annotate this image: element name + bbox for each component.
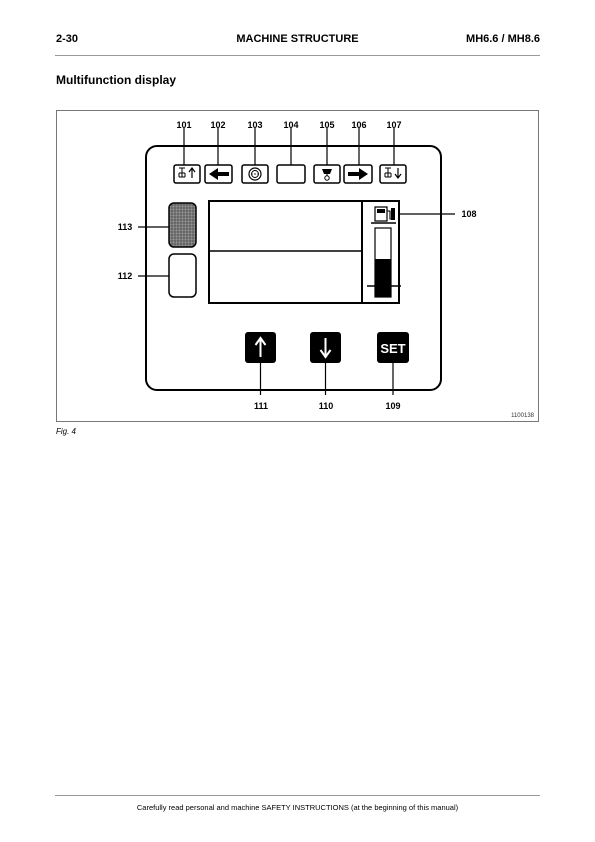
footer-rule	[55, 795, 540, 796]
header-rule	[55, 55, 540, 56]
fuel-pump-icon	[371, 206, 396, 224]
page-number: 2-30	[56, 33, 79, 45]
arrow-up-button[interactable]	[245, 332, 276, 363]
callout-111: 111	[254, 401, 268, 411]
callout-105: 105	[319, 120, 334, 130]
callout-102: 102	[210, 120, 225, 130]
warning-lamp-113	[168, 202, 197, 248]
lcd-screen	[208, 200, 400, 304]
lift-down-icon	[379, 164, 407, 184]
footer-note: Carefully read personal and machine SAFE…	[136, 803, 459, 812]
set-button-label: SET	[380, 341, 405, 356]
set-button[interactable]: SET	[377, 332, 409, 363]
drawing-code: 1100138	[511, 413, 534, 419]
arrow-down-button[interactable]	[310, 332, 341, 363]
chapter-title: MACHINE STRUCTURE	[236, 33, 359, 45]
indicator-lamp-112	[168, 253, 197, 298]
blank-indicator	[276, 164, 306, 184]
callout-113: 113	[118, 222, 133, 232]
brake-icon	[241, 164, 269, 184]
fuel-level-gauge	[367, 227, 401, 298]
top-callout-leaders	[183, 128, 395, 165]
arrow-left-icon	[204, 164, 233, 184]
callout-103: 103	[247, 120, 262, 130]
lift-up-icon	[173, 164, 201, 184]
callout-108: 108	[461, 209, 476, 219]
arrow-down-icon	[319, 338, 332, 359]
arrow-right-icon	[343, 164, 373, 184]
display-housing	[145, 145, 442, 391]
figure-frame: 101 102 103 104 105 106 107 113 112	[56, 110, 539, 422]
callout-110: 110	[319, 401, 334, 411]
callout-101: 101	[176, 120, 191, 130]
section-title: Multifunction display	[56, 73, 176, 87]
model-designation: MH6.6 / MH8.6	[466, 33, 540, 45]
operator-seat-icon	[313, 164, 341, 184]
callout-112: 112	[118, 271, 133, 281]
callout-107: 107	[386, 120, 401, 130]
multifunction-display-drawing: 101 102 103 104 105 106 107 113 112	[118, 120, 477, 411]
callout-104: 104	[283, 120, 298, 130]
arrow-up-icon	[254, 336, 267, 357]
figure-caption: Fig. 4	[56, 427, 77, 436]
callout-106: 106	[351, 120, 366, 130]
callout-109: 109	[385, 401, 400, 411]
